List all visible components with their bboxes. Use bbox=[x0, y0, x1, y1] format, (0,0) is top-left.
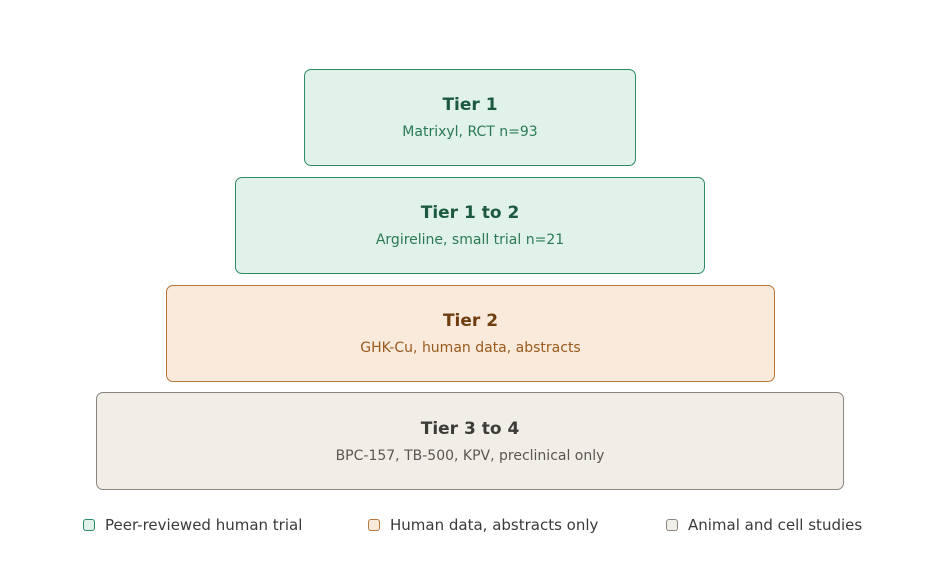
legend-item-animal-cell: Animal and cell studies bbox=[666, 516, 862, 534]
tier-3-to-4-title: Tier 3 to 4 bbox=[420, 418, 520, 439]
tier-2-box: Tier 2 GHK-Cu, human data, abstracts bbox=[166, 285, 775, 382]
tier-2-description: GHK-Cu, human data, abstracts bbox=[360, 340, 581, 356]
legend-swatch-orange bbox=[368, 519, 380, 531]
legend-label: Peer-reviewed human trial bbox=[105, 516, 303, 534]
tier-3-to-4-box: Tier 3 to 4 BPC-157, TB-500, KPV, precli… bbox=[96, 392, 844, 490]
legend-label: Animal and cell studies bbox=[688, 516, 863, 534]
tier-1-to-2-title: Tier 1 to 2 bbox=[420, 203, 520, 223]
legend-item-peer-reviewed: Peer-reviewed human trial bbox=[83, 516, 302, 534]
tier-1-box: Tier 1 Matrixyl, RCT n=93 bbox=[304, 69, 636, 166]
legend-item-abstracts: Human data, abstracts only bbox=[368, 516, 598, 534]
tier-1-to-2-box: Tier 1 to 2 Argireline, small trial n=21 bbox=[235, 177, 705, 274]
tier-3-to-4-description: BPC-157, TB-500, KPV, preclinical only bbox=[335, 447, 605, 464]
tier-1-to-2-description: Argireline, small trial n=21 bbox=[375, 232, 565, 248]
tier-1-description: Matrixyl, RCT n=93 bbox=[402, 124, 538, 140]
legend-swatch-gray bbox=[666, 519, 678, 531]
tier-1-title: Tier 1 bbox=[442, 95, 498, 115]
tier-2-title: Tier 2 bbox=[442, 311, 499, 331]
legend-label: Human data, abstracts only bbox=[390, 516, 599, 534]
legend-swatch-green bbox=[83, 519, 95, 531]
